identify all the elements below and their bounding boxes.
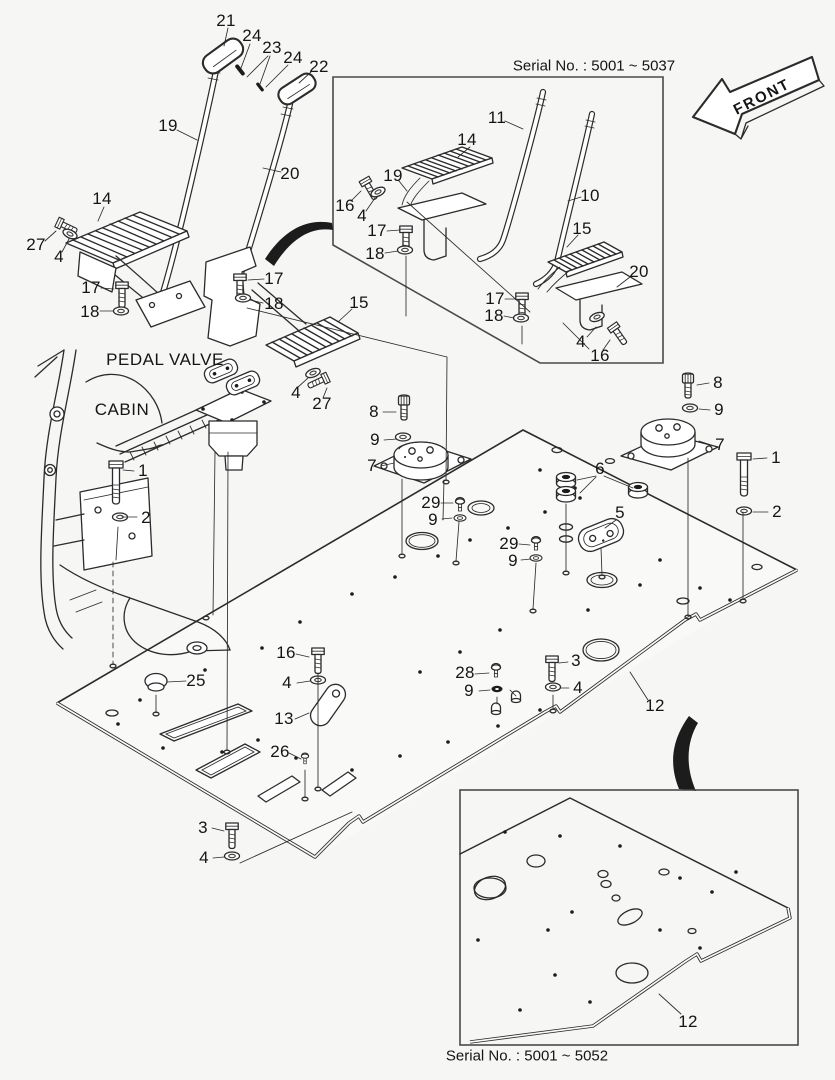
part-label-16-58: 16 xyxy=(590,346,610,365)
part-label-2-32: 2 xyxy=(772,502,782,521)
part-label-9-29: 9 xyxy=(714,400,724,419)
part-label-4-9: 4 xyxy=(54,247,64,266)
part-label-23-2: 23 xyxy=(262,38,282,57)
part-label-19-5: 19 xyxy=(158,116,178,135)
part-label-29-26: 29 xyxy=(499,534,519,553)
part-label-17-10: 17 xyxy=(81,278,101,297)
part-label-7-21: 7 xyxy=(367,456,377,475)
part-label-8-19: 8 xyxy=(369,402,379,421)
part-label-8-28: 8 xyxy=(713,373,723,392)
cover-plate-5 xyxy=(577,517,625,553)
pedal-15 xyxy=(265,316,361,368)
part-label-1-31: 1 xyxy=(771,448,781,467)
part-label-3-42: 3 xyxy=(571,651,581,670)
part-label-18-51: 18 xyxy=(365,244,385,263)
pedal-lever-assembly xyxy=(54,37,361,471)
part-label-12-59: 12 xyxy=(678,1012,698,1031)
top-inset-serial-label: Serial No. : 5001 ~ 5037 xyxy=(512,57,676,75)
part-label-4-39: 4 xyxy=(199,848,209,867)
part-label-3-38: 3 xyxy=(198,818,208,837)
part-label-17-55: 17 xyxy=(485,289,505,308)
inset-top-box xyxy=(332,76,664,364)
part-label-9-27: 9 xyxy=(508,551,518,570)
part-label-21-0: 21 xyxy=(216,11,236,30)
part-label-20-6: 20 xyxy=(280,164,300,183)
part-label-28-40: 28 xyxy=(455,663,475,682)
part-label-25-33: 25 xyxy=(186,671,206,690)
front-arrow-icon xyxy=(691,55,825,140)
bottom-inset-serial-label: Serial No. : 5001 ~ 5052 xyxy=(445,1047,609,1065)
inset-bottom-box xyxy=(459,789,799,1046)
part-label-12-44: 12 xyxy=(645,696,665,715)
handle-21 xyxy=(201,37,245,75)
part-label-14-7: 14 xyxy=(92,189,112,208)
part-label-10-52: 10 xyxy=(580,186,600,205)
part-label-29-22: 29 xyxy=(421,493,441,512)
part-label-24-3: 24 xyxy=(283,48,303,67)
swoosh-arrow-top xyxy=(265,221,333,266)
part-label-15-14: 15 xyxy=(349,293,369,312)
part-label-24-1: 24 xyxy=(242,26,262,45)
part-label-18-56: 18 xyxy=(484,306,504,325)
leader-lines xyxy=(44,27,769,1015)
part-label-7-30: 7 xyxy=(715,435,725,454)
part-label-9-20: 9 xyxy=(370,430,380,449)
part-label-17-12: 17 xyxy=(264,269,284,288)
part-label-18-11: 18 xyxy=(80,302,100,321)
part-label-16-34: 16 xyxy=(276,643,296,662)
part-label-11-45: 11 xyxy=(487,108,507,127)
part-label-16-48: 16 xyxy=(335,196,355,215)
part-label-5-25: 5 xyxy=(615,503,625,522)
pedal-14 xyxy=(65,211,190,302)
construction-lines xyxy=(109,307,747,864)
part-label-9-41: 9 xyxy=(464,681,474,700)
part-label-15-53: 15 xyxy=(572,219,592,238)
part-label-1-17: 1 xyxy=(138,461,148,480)
part-label-27-16: 27 xyxy=(312,394,332,413)
part-label-9-23: 9 xyxy=(428,510,438,529)
pedal-valve-caption: PEDAL VALVE xyxy=(106,350,224,369)
part-label-2-18: 2 xyxy=(141,508,151,527)
cabin-caption: CABIN xyxy=(94,400,150,419)
part-label-19-47: 19 xyxy=(383,166,403,185)
part-label-4-15: 4 xyxy=(291,383,301,402)
part-label-4-57: 4 xyxy=(576,332,586,351)
part-label-17-50: 17 xyxy=(367,221,387,240)
part-label-13-36: 13 xyxy=(274,709,294,728)
part-label-26-37: 26 xyxy=(270,742,290,761)
part-label-18-13: 18 xyxy=(264,294,284,313)
mount-7-right xyxy=(620,418,719,471)
part-label-14-46: 14 xyxy=(457,130,477,149)
cabin-structure xyxy=(34,349,231,656)
handle-22 xyxy=(277,72,317,106)
mount-7-left xyxy=(373,441,472,484)
part-label-4-49: 4 xyxy=(357,206,367,225)
part-label-4-35: 4 xyxy=(282,673,292,692)
part-label-4-43: 4 xyxy=(573,678,583,697)
part-label-6-24: 6 xyxy=(595,459,605,478)
swoosh-arrow-bottom xyxy=(673,716,698,791)
part-label-27-8: 27 xyxy=(26,235,46,254)
plug-25 xyxy=(144,672,168,692)
pedal-valve-body xyxy=(195,358,272,471)
part-label-22-4: 22 xyxy=(309,57,329,76)
plate-13 xyxy=(309,683,347,727)
part-label-20-54: 20 xyxy=(629,262,649,281)
